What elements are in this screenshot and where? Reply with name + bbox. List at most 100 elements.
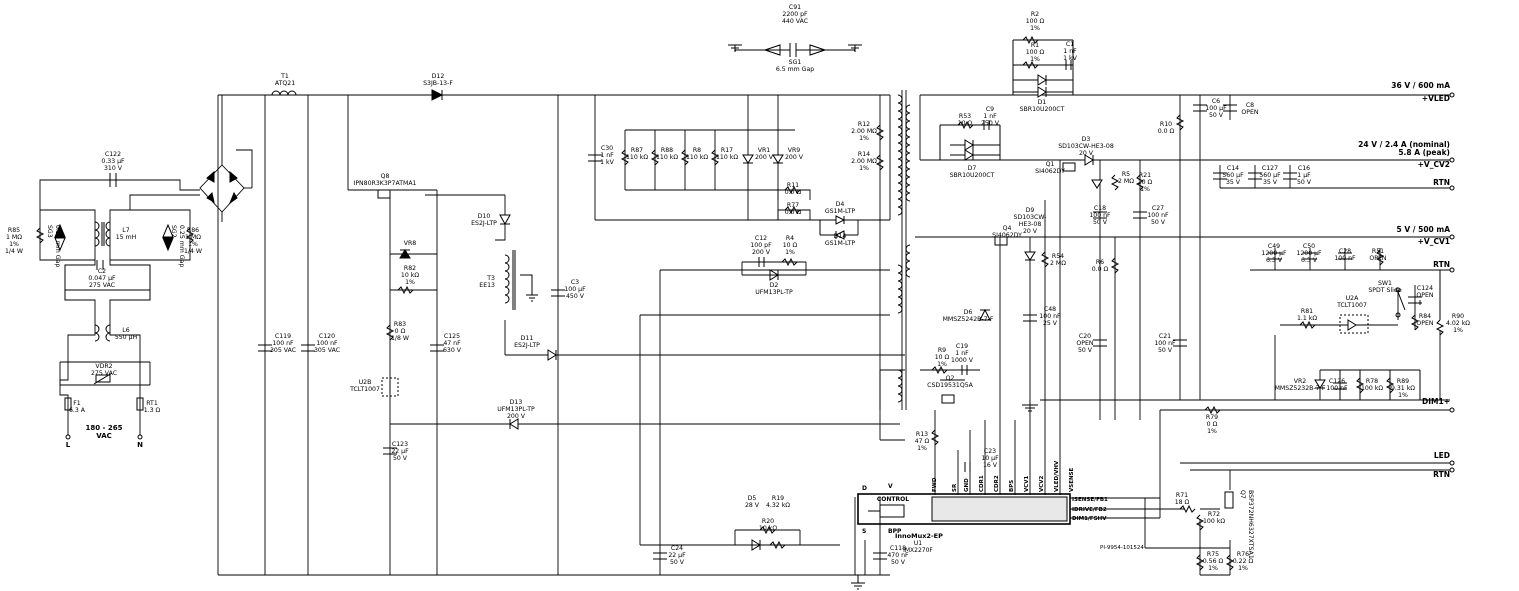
part-label-r12a: R12 xyxy=(858,121,870,128)
part-label-c9a: C9 xyxy=(986,106,994,113)
output-36v-net: +VLED xyxy=(1422,94,1450,103)
part-label-vdr2b: 275 VAC xyxy=(91,370,117,377)
ic-pin-v: V xyxy=(888,483,893,490)
part-label-r13a: R13 xyxy=(916,431,928,438)
part-label-vr1b: 200 V xyxy=(755,154,774,161)
output-36v-label: 36 V / 600 mA xyxy=(1391,81,1450,90)
ic-right-pin-0: ISENSE/FB1 xyxy=(1072,497,1108,503)
part-label-c126b: 100 nF xyxy=(1326,385,1348,392)
part-label-r75b: 0.56 Ω xyxy=(1203,558,1224,565)
part-label-r5a: R5 xyxy=(1122,171,1130,178)
ic-pin-bps: BPS xyxy=(1009,480,1015,492)
part-label-r82a: R82 xyxy=(404,265,416,272)
part-label-sg3a: SG3 xyxy=(46,225,53,238)
part-label-c27c: 50 V xyxy=(1151,219,1166,226)
part-label-d3a: D3 xyxy=(1082,136,1091,143)
part-label-d4a: D4 xyxy=(836,201,845,208)
part-label-r2a: R2 xyxy=(1031,11,1039,18)
doc-id: PI-9954-101524 xyxy=(1100,545,1144,551)
part-label-c119b: 100 nF xyxy=(272,340,294,347)
part-label-c27a: C27 xyxy=(1152,205,1164,212)
part-label-d1b: SBR10U200CT xyxy=(1020,106,1065,113)
part-label-l7a: L7 xyxy=(122,227,129,234)
part-label-r90c: 1% xyxy=(1453,327,1463,334)
part-label-c127c: 35 V xyxy=(1263,179,1278,186)
part-label-u2aa: U2A xyxy=(1346,295,1359,302)
input-unit: VAC xyxy=(96,432,112,440)
part-label-q2b: CSD19531Q5A xyxy=(927,382,974,389)
part-label-r8b: 110 kΩ xyxy=(686,154,708,161)
part-label-q1b: SI4062DY xyxy=(1035,168,1065,175)
part-label-c20b: OPEN xyxy=(1076,340,1094,347)
part-label-r82b: 10 kΩ xyxy=(401,272,419,279)
part-label-r88a: R88 xyxy=(661,147,673,154)
part-label-q2a: Q2 xyxy=(946,375,955,382)
part-label-r78a: R78 xyxy=(1366,378,1378,385)
part-label-r79b: 0 Ω xyxy=(1207,421,1218,428)
part-label-r82c: 1% xyxy=(405,279,415,286)
part-label-d10a: D10 xyxy=(478,213,491,220)
part-label-c8b: OPEN xyxy=(1241,109,1259,116)
part-label-q4a: Q4 xyxy=(1003,225,1012,232)
part-label-c3a: C3 xyxy=(571,279,579,286)
ic-pin-fwd: FWD xyxy=(932,477,938,492)
part-label-r19a: R19 xyxy=(772,495,784,502)
dim-label: DIM1+ xyxy=(1422,397,1450,406)
part-label-vr8a: VR8 xyxy=(404,240,417,247)
part-label-r4c: 1% xyxy=(785,249,795,256)
part-label-r13b: 47 Ω xyxy=(915,438,930,445)
part-label-c14a: C14 xyxy=(1227,165,1239,172)
part-label-c19a: C19 xyxy=(956,343,968,350)
ic-pin-s: S xyxy=(862,528,866,535)
part-label-f1b: 6.3 A xyxy=(69,407,86,414)
part-label-c24a: C24 xyxy=(671,545,683,552)
part-label-r71a: R71 xyxy=(1176,492,1188,499)
part-label-c49c: 6.3 V xyxy=(1266,257,1283,264)
part-label-c118a: C118 xyxy=(890,545,906,552)
part-label-r71b: 18 Ω xyxy=(1175,499,1190,506)
part-label-c12b: 100 pF xyxy=(750,242,772,249)
part-label-c3b: 100 µF xyxy=(564,286,586,293)
part-label-r86b: 1 MΩ xyxy=(185,234,201,241)
part-label-r78b: 100 kΩ xyxy=(1361,385,1383,392)
rtn-label-3: RTN xyxy=(1433,470,1450,479)
part-label-c24c: 50 V xyxy=(670,559,685,566)
part-label-c16c: 50 V xyxy=(1297,179,1312,186)
part-label-c23c: 16 V xyxy=(983,462,998,469)
ic-pin-vcv1: VCV1 xyxy=(1024,475,1030,492)
part-label-r79c: 1% xyxy=(1207,428,1217,435)
part-label-c91c: 440 VAC xyxy=(782,18,808,25)
part-label-c48a: C48 xyxy=(1044,306,1056,313)
part-label-c16a: C16 xyxy=(1298,165,1310,172)
part-label-c2a: C2 xyxy=(98,268,106,275)
symbols xyxy=(35,35,1455,590)
ic-ref: U1 xyxy=(914,540,922,547)
input-l: L xyxy=(66,441,71,449)
part-label-c2b: 0.047 µF xyxy=(88,275,116,282)
part-label-r89c: 1% xyxy=(1398,392,1408,399)
part-label-r1c: 1% xyxy=(1030,56,1040,63)
output-24v-label: 24 V / 2.4 A (nominal) xyxy=(1358,140,1450,149)
ic-pin-vsense: VSENSE xyxy=(1069,467,1075,492)
part-label-r17a: R17 xyxy=(721,147,733,154)
part-label-r11a: R11 xyxy=(787,182,799,189)
part-label-c123c: 50 V xyxy=(393,455,408,462)
ic-name: InnoMux2-EP xyxy=(895,532,943,540)
part-label-c50c: 6.3 V xyxy=(1301,257,1318,264)
part-label-r75c: 1% xyxy=(1208,565,1218,572)
part-label-r20a: R20 xyxy=(762,518,774,525)
part-label-u2ab: TCLT1007 xyxy=(1336,302,1367,309)
part-label-c21a: C21 xyxy=(1159,333,1171,340)
part-label-r83a: R83 xyxy=(394,321,406,328)
part-label-f1a: F1 xyxy=(73,400,81,407)
part-label-c28a: C28 xyxy=(1339,248,1351,255)
part-label-r89b: 9.31 kΩ xyxy=(1391,385,1415,392)
part-label-r2b: 100 Ω xyxy=(1026,18,1045,25)
part-label-c18c: 50 V xyxy=(1093,219,1108,226)
part-label-q8a: Q8 xyxy=(381,173,390,180)
part-label-c21b: 100 nF xyxy=(1154,340,1176,347)
part-label-d4b: GS1M-LTP xyxy=(825,208,856,215)
part-label-c20a: C20 xyxy=(1079,333,1091,340)
part-label-c125b: 47 nF xyxy=(443,340,461,347)
part-label-d14a: D14 xyxy=(834,233,847,240)
